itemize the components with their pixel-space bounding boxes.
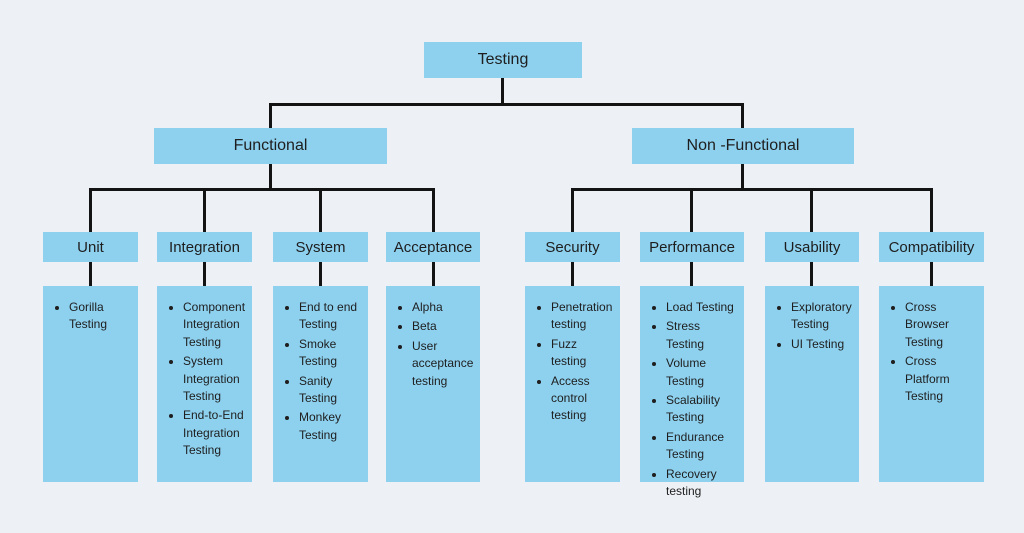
list-system-items: End to end TestingSmoke TestingSanity Te… xyxy=(273,286,368,482)
list-item: UI Testing xyxy=(791,336,853,353)
list-item: User acceptance testing xyxy=(412,338,474,390)
connector-usability-list xyxy=(810,262,813,286)
list-usability-items: Exploratory Testing UI Testing xyxy=(765,286,859,482)
connector-integration-list xyxy=(203,262,206,286)
list-item: Recovery testing xyxy=(666,466,738,501)
list-item: Access control testing xyxy=(551,373,614,425)
list-item: Component Integration Testing xyxy=(183,299,246,351)
list-item: End to end Testing xyxy=(299,299,362,334)
connector-acceptance-drop xyxy=(432,188,435,232)
list-item: Cross Browser Testing xyxy=(905,299,978,351)
list-item: Penetration testing xyxy=(551,299,614,334)
connector-functional-hbar xyxy=(89,188,435,191)
connector-system-drop xyxy=(319,188,322,232)
node-unit: Unit xyxy=(43,232,138,262)
list-unit-items: Gorilla Testing xyxy=(43,286,138,482)
list-item: Exploratory Testing xyxy=(791,299,853,334)
node-compatibility: Compatibility xyxy=(879,232,984,262)
list-acceptance-items: AlphaBetaUser acceptance testing xyxy=(386,286,480,482)
list-security-items: Penetration testingFuzz testingAccess co… xyxy=(525,286,620,482)
node-acceptance: Acceptance xyxy=(386,232,480,262)
connector-unit-list xyxy=(89,262,92,286)
node-testing: Testing xyxy=(424,42,582,78)
connector-performance-list xyxy=(690,262,693,286)
list-item: Load Testing xyxy=(666,299,738,316)
bullet-list: Component Integration TestingSystem Inte… xyxy=(159,299,246,460)
bullet-list: AlphaBetaUser acceptance testing xyxy=(388,299,474,390)
node-integration: Integration xyxy=(157,232,252,262)
bullet-list: Load TestingStress TestingVolume Testing… xyxy=(642,299,738,500)
connector-system-list xyxy=(319,262,322,286)
list-item: Smoke Testing xyxy=(299,336,362,371)
connector-unit-drop xyxy=(89,188,92,232)
connector-usability-drop xyxy=(810,188,813,232)
list-item: Monkey Testing xyxy=(299,409,362,444)
connector-root-stem xyxy=(501,78,504,106)
list-item: Cross Platform Testing xyxy=(905,353,978,405)
list-compatibility-items: Cross Browser TestingCross Platform Test… xyxy=(879,286,984,482)
list-item: Sanity Testing xyxy=(299,373,362,408)
list-item: End-to-End Integration Testing xyxy=(183,407,246,459)
node-security: Security xyxy=(525,232,620,262)
connector-non-functional-drop xyxy=(741,103,744,128)
bullet-list: Exploratory Testing UI Testing xyxy=(767,299,853,353)
connector-root-hbar xyxy=(269,103,744,106)
list-integration-items: Component Integration TestingSystem Inte… xyxy=(157,286,252,482)
connector-non-functional-hbar xyxy=(571,188,933,191)
connector-security-list xyxy=(571,262,574,286)
list-item: Gorilla Testing xyxy=(69,299,132,334)
connector-compatibility-list xyxy=(930,262,933,286)
list-item: Alpha xyxy=(412,299,474,316)
list-item: Beta xyxy=(412,318,474,335)
list-item: System Integration Testing xyxy=(183,353,246,405)
list-item: Stress Testing xyxy=(666,318,738,353)
list-item: Scalability Testing xyxy=(666,392,738,427)
list-item: Fuzz testing xyxy=(551,336,614,371)
bullet-list: Penetration testingFuzz testingAccess co… xyxy=(527,299,614,425)
node-functional: Functional xyxy=(154,128,387,164)
list-item: Endurance Testing xyxy=(666,429,738,464)
connector-acceptance-list xyxy=(432,262,435,286)
list-performance-items: Load TestingStress TestingVolume Testing… xyxy=(640,286,744,498)
node-non-functional: Non -Functional xyxy=(632,128,854,164)
list-item: Volume Testing xyxy=(666,355,738,390)
connector-integration-drop xyxy=(203,188,206,232)
connector-security-drop xyxy=(571,188,574,232)
connector-compatibility-drop xyxy=(930,188,933,232)
connector-functional-drop xyxy=(269,103,272,128)
connector-non-functional-stem xyxy=(741,164,744,191)
bullet-list: Cross Browser TestingCross Platform Test… xyxy=(881,299,978,405)
node-system: System xyxy=(273,232,368,262)
bullet-list: End to end TestingSmoke TestingSanity Te… xyxy=(275,299,362,444)
node-performance: Performance xyxy=(640,232,744,262)
node-usability: Usability xyxy=(765,232,859,262)
bullet-list: Gorilla Testing xyxy=(45,299,132,334)
connector-functional-stem xyxy=(269,164,272,191)
connector-performance-drop xyxy=(690,188,693,232)
